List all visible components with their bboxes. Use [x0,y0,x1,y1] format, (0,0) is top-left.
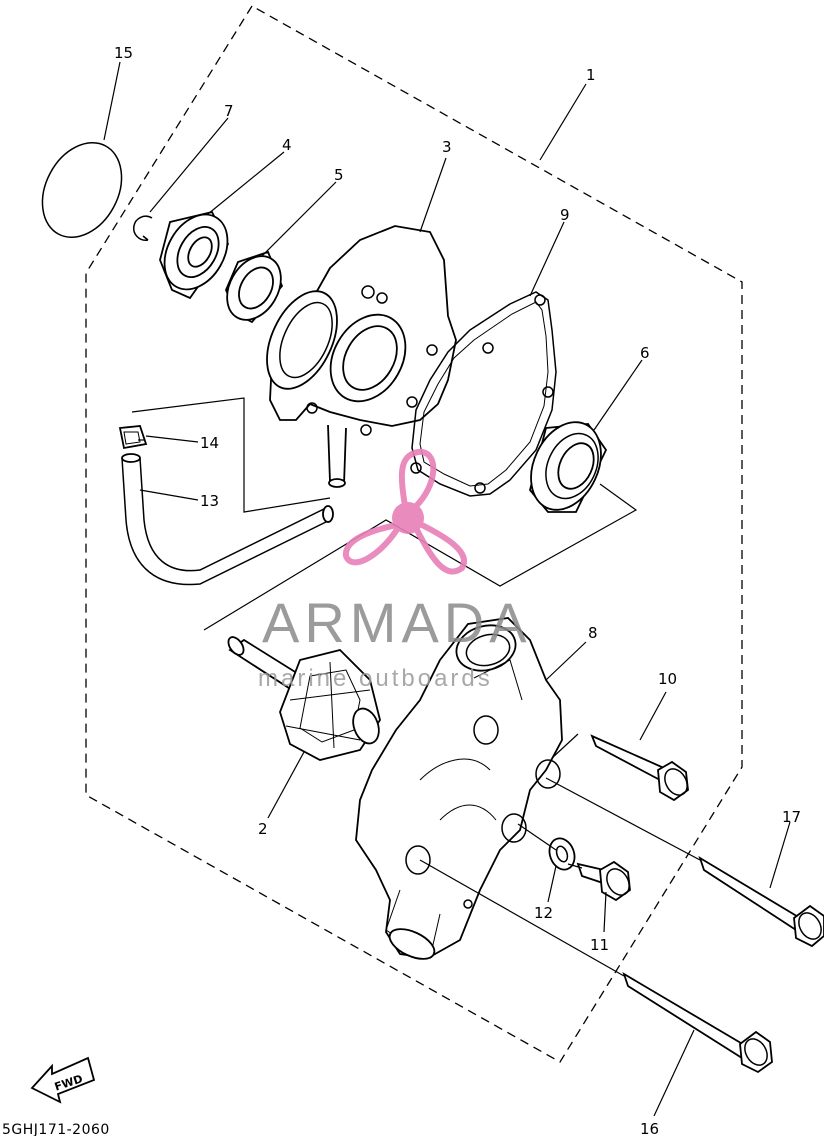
watermark-subtitle: marine outboards [258,665,493,692]
part-4-bearing [159,210,230,300]
part-16-bolt [622,972,773,1074]
propeller-logo-icon [343,449,467,575]
callout-3: 3 [442,138,452,156]
watermark: ARMADA marine outboards [258,449,532,692]
diagram-part-code: 5GHJ171-2060 [2,1122,110,1136]
callout-5: 5 [334,166,344,184]
part-12-washer [548,837,576,871]
callout-labels: 1 2 3 4 5 6 7 8 9 10 11 12 13 14 15 16 1… [114,44,801,1136]
assembly-boundary [85,5,743,1063]
fwd-arrow-icon: FWD [30,1056,96,1104]
callout-11: 11 [590,936,609,954]
part-17-bolt [698,855,824,948]
callout-17: 17 [782,808,801,826]
part-10-bolt [590,734,689,802]
part-3-housing [266,225,457,488]
callout-7: 7 [224,102,234,120]
part-8-pump-cover [355,617,563,960]
callout-4: 4 [282,136,292,154]
watermark-title: ARMADA [262,591,532,654]
callout-10: 10 [658,670,677,688]
callout-2: 2 [258,820,268,838]
callout-9: 9 [560,206,570,224]
part-9-gasket [410,291,557,497]
callout-13: 13 [200,492,219,510]
callout-1: 1 [586,66,596,84]
part-5-seal [225,250,284,324]
leader-lines [103,61,791,1117]
part-13-hose [121,453,334,586]
callout-16: 16 [640,1120,659,1136]
part-7-circlip [132,215,153,241]
part-2-impeller [227,636,381,761]
part-14-hose-clamp [118,425,148,450]
callout-8: 8 [588,624,598,642]
assembly-lines [131,397,701,977]
part-15-o-ring [41,141,123,239]
callout-14: 14 [200,434,219,452]
callout-12: 12 [534,904,553,922]
callout-15: 15 [114,44,133,62]
part-11-bolt [576,860,631,902]
callout-6: 6 [640,344,650,362]
part-6-bearing [529,421,608,513]
